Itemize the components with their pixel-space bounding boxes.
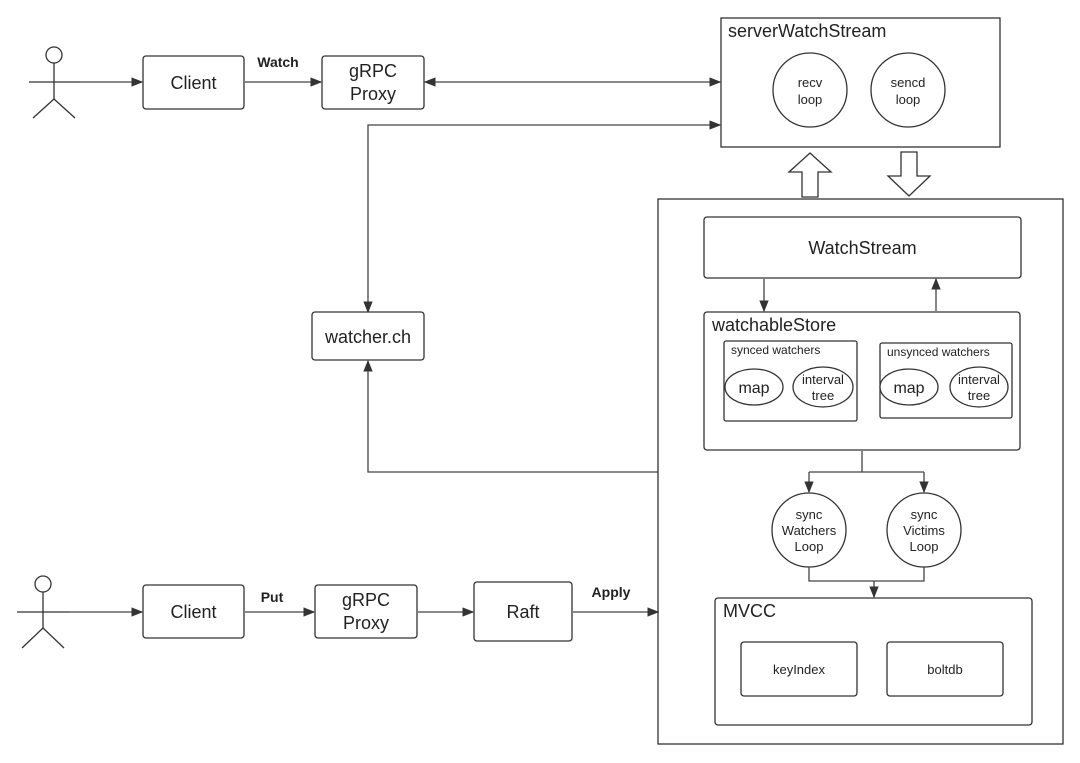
- sync-watchers-loop-label-3: Loop: [795, 539, 824, 554]
- grpc-proxy-put-label-1: gRPC: [342, 590, 390, 610]
- up-block-arrow-icon: [787, 152, 833, 198]
- synced-interval-tree-label-2: tree: [812, 388, 834, 403]
- send-loop-label-1: sencd: [891, 75, 926, 90]
- put-actor-icon: [17, 575, 70, 649]
- synced-map-node[interactable]: [724, 368, 784, 406]
- grpc-proxy-watch-node[interactable]: gRPC Proxy: [321, 55, 425, 110]
- sync-watchers-loop-label-1: sync: [796, 507, 823, 522]
- server-to-watcher-ch-edge: [363, 359, 658, 473]
- server-watch-stream-title: serverWatchStream: [728, 21, 886, 41]
- unsynced-map-node[interactable]: [879, 368, 939, 406]
- unsynced-interval-tree-label-1: interval: [958, 372, 1000, 387]
- watchablestore-to-sync-loops-edge: [809, 451, 924, 473]
- mvcc-node[interactable]: MVCC keyIndex boltdb: [714, 597, 1033, 726]
- grpc-proxy-watch-label-1: gRPC: [349, 61, 397, 81]
- send-loop-label-2: loop: [896, 92, 921, 107]
- synced-map-label: map: [738, 380, 769, 397]
- client-put-node[interactable]: Client: [142, 584, 245, 639]
- watchable-store-title: watchableStore: [711, 315, 836, 335]
- sync-watchers-loop-node[interactable]: sync Watchers Loop: [771, 492, 847, 568]
- synced-interval-tree-node[interactable]: [792, 366, 854, 408]
- synced-watchers-title: synced watchers: [731, 343, 820, 357]
- watch-edge-label: Watch: [257, 54, 298, 70]
- put-edge-label: Put: [261, 589, 284, 605]
- key-index-label: keyIndex: [773, 662, 826, 677]
- client-watch-label: Client: [170, 73, 216, 93]
- grpc-proxy-put-node[interactable]: gRPC Proxy: [314, 584, 418, 639]
- unsynced-interval-tree-label-2: tree: [968, 388, 990, 403]
- watcher-ch-node[interactable]: watcher.ch: [311, 311, 425, 361]
- sync-loops-merge-edge: [808, 567, 925, 582]
- boltdb-node[interactable]: boltdb: [886, 641, 1004, 697]
- recv-loop-label-1: recv: [798, 75, 823, 90]
- unsynced-watchers-group[interactable]: unsynced watchers map interval tree: [879, 342, 1013, 419]
- raft-node[interactable]: Raft: [473, 581, 573, 642]
- sync-watchers-loop-label-2: Watchers: [782, 523, 837, 538]
- watch-actor-icon: [29, 46, 80, 119]
- client-put-label: Client: [170, 602, 216, 622]
- watcher-ch-label: watcher.ch: [324, 327, 411, 347]
- watcher-ch-to-serverwatchstream-edge: [363, 120, 722, 314]
- recv-loop-node[interactable]: recv loop: [772, 52, 848, 128]
- synced-interval-tree-label-1: interval: [802, 372, 844, 387]
- apply-edge-label: Apply: [592, 584, 631, 600]
- sync-victims-loop-node[interactable]: sync Victims Loop: [886, 492, 962, 568]
- key-index-node[interactable]: keyIndex: [740, 641, 858, 697]
- server-watch-stream-node[interactable]: serverWatchStream recv loop sencd loop: [720, 17, 1001, 148]
- boltdb-label: boltdb: [927, 662, 962, 677]
- raft-label: Raft: [506, 602, 539, 622]
- grpc-proxy-put-label-2: Proxy: [343, 613, 389, 633]
- mvcc-title: MVCC: [723, 601, 776, 621]
- unsynced-interval-tree-node[interactable]: [949, 366, 1009, 408]
- watchable-store-node[interactable]: watchableStore synced watchers map inter…: [703, 311, 1021, 451]
- sync-victims-loop-label-2: Victims: [903, 523, 945, 538]
- recv-loop-label-2: loop: [798, 92, 823, 107]
- send-loop-node[interactable]: sencd loop: [870, 52, 946, 128]
- unsynced-map-label: map: [893, 380, 924, 397]
- watch-stream-node[interactable]: WatchStream: [703, 216, 1022, 279]
- unsynced-watchers-title: unsynced watchers: [887, 345, 990, 359]
- synced-watchers-group[interactable]: synced watchers map interval tree: [723, 340, 858, 422]
- watch-stream-label: WatchStream: [808, 238, 916, 258]
- sync-victims-loop-label-3: Loop: [910, 539, 939, 554]
- down-block-arrow-icon: [886, 151, 932, 197]
- grpc-proxy-watch-label-2: Proxy: [350, 84, 396, 104]
- sync-victims-loop-label-1: sync: [911, 507, 938, 522]
- client-watch-node[interactable]: Client: [142, 55, 245, 110]
